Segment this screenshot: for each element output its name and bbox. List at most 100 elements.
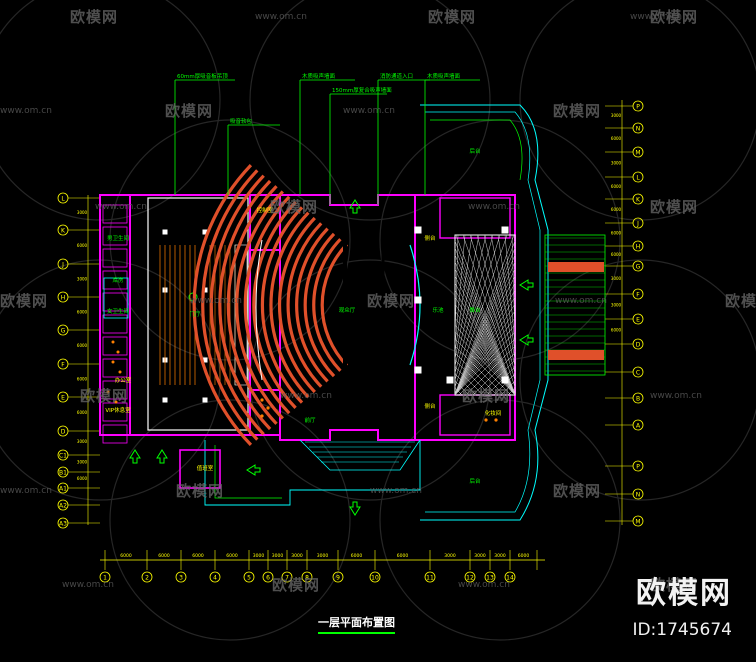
callout-text: 吸音软包 [230,117,253,125]
seat-row [303,232,336,378]
column [202,397,208,403]
watermark-logo: 欧模网 [272,576,321,594]
brand-logo: 欧模网 [636,576,732,611]
dimension-text: 3000 [611,161,622,166]
dimension-text: 6000 [611,207,622,212]
dimension-text: 6000 [611,136,622,141]
axis-bubble [464,571,476,583]
watermark-url: www.om.cn [0,486,52,496]
direction-arrow [156,449,168,464]
axis-label: G [61,328,66,335]
room-label: 男卫生间 [107,234,129,242]
dimension-text: 6000 [397,553,409,559]
south-terrace [204,440,421,506]
room-cell [102,380,128,400]
watermark-logo: 欧模网 [270,198,319,216]
seat-row [269,211,310,399]
axis-label: G [636,264,641,271]
direction-arrow [519,334,534,346]
stage-hatch [454,296,516,396]
watermark-url: www.om.cn [458,580,510,590]
lobby-inner [147,197,249,431]
fixture [266,406,270,410]
axis-label: 5 [247,575,251,582]
auditorium-rear-wall [255,239,263,381]
watermark-logo: 欧模网 [428,8,477,26]
dimension-text: 3000 [444,553,456,559]
axis-bubble [369,571,381,583]
column [414,226,422,234]
stage-hatch [511,234,516,339]
seat-row [192,163,253,447]
axis-label: 11 [426,575,434,582]
axis-bubble [301,571,313,583]
room-label: 办公室 [115,376,132,384]
watermark-logo: 欧模网 [0,292,49,310]
room-label: 后台 [469,147,481,155]
axis-label: A2 [59,503,67,510]
dimension-text: 3000 [272,553,284,559]
axis-label: K [636,197,641,204]
dimension-text: 3000 [77,439,88,444]
stage-hatch [454,338,512,396]
room-label: 控制室 [257,206,274,214]
column [501,376,509,384]
watermark-logo: 欧模网 [725,292,756,310]
dimension-text: 3000 [77,210,88,215]
callout-text: 60mm厚吸音板吊顶 [177,72,228,80]
fixture [494,418,498,422]
toilet-block [103,277,129,319]
fixture [111,360,115,364]
dimension-text: 6000 [77,377,88,382]
stage-hatch [454,366,484,396]
direction-arrow [246,464,261,476]
seat-row [286,222,323,388]
dimension-text: 6000 [120,553,132,559]
stage-area [454,234,516,396]
direction-arrow [349,501,361,516]
backstage-outline [420,104,549,521]
column [414,366,422,374]
axis-label: H [636,244,641,251]
watermark-logo: 欧模网 [650,8,699,26]
dimension-text: 6000 [77,310,88,315]
axis-label: L [636,175,640,182]
watermark-circle [519,0,756,221]
seat-row [252,200,297,410]
axis-label: H [61,295,66,302]
ramp-seats [548,262,604,272]
axis-label: 2 [145,575,149,582]
dimension-text: 3000 [611,303,622,308]
dimension-text: 3000 [291,553,303,559]
ramp-seats [548,350,604,360]
axis-label: A [636,423,641,430]
stage-hatch [472,352,516,396]
stage-hatch [454,234,515,395]
axis-label: 1 [103,575,107,582]
stage-hatch [454,268,516,396]
dimension-text: 3000 [611,113,622,118]
axis-label: 4 [213,575,217,582]
callout-text: 消防通道入口 [380,72,413,80]
watermark-logo: 欧模网 [176,482,225,500]
dimension-text: 6000 [611,252,622,257]
watermark-url: www.om.cn [280,391,332,401]
direction-arrow [129,449,141,464]
axis-label: F [636,292,640,299]
watermark-url: www.om.cn [62,580,114,590]
backstage-outline [430,119,523,181]
dimension-text: 3000 [77,277,88,282]
stage-hatch [454,317,516,396]
seat-row [260,206,304,404]
dimension-text: 6000 [611,328,622,333]
column [162,397,168,403]
stage-hatch [455,234,516,395]
room-label: 乐池 [432,306,444,314]
axis-bubble [99,571,111,583]
drawing-title: 一层平面布置图 [318,614,395,634]
watermark-circle [519,259,756,501]
axis-bubble [243,571,255,583]
column [162,229,168,235]
orchestra-pit [409,244,421,366]
